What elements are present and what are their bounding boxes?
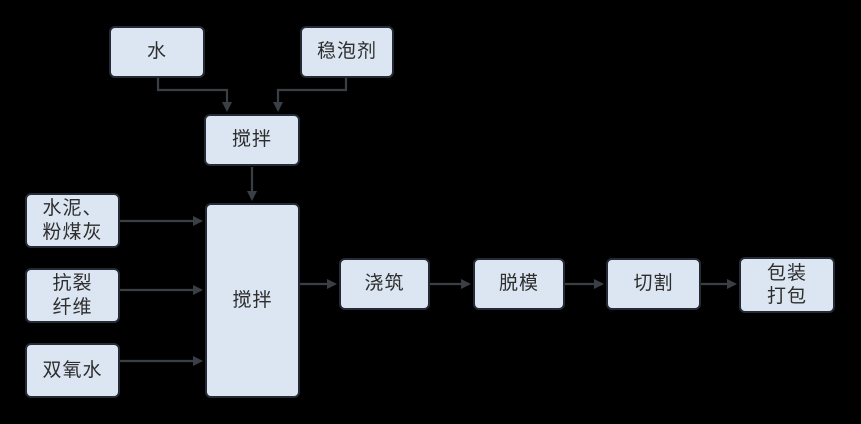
node-premix: 搅拌 bbox=[204, 114, 300, 166]
edge-water-premix bbox=[156, 78, 232, 112]
node-anticrack-fiber-label-line2: 纤维 bbox=[52, 296, 93, 318]
node-packaging: 包装 打包 bbox=[739, 257, 835, 313]
node-demolding-label: 脱模 bbox=[498, 273, 539, 295]
node-cement-flyash: 水泥、 粉煤灰 bbox=[25, 193, 120, 248]
node-cement-flyash-label-line1: 水泥、 bbox=[42, 198, 103, 220]
node-anticrack-fiber-label-line1: 抗裂 bbox=[52, 273, 93, 295]
node-foam-stabilizer-label: 稳泡剂 bbox=[316, 41, 377, 63]
node-pouring: 浇筑 bbox=[339, 258, 430, 310]
node-packaging-label-line2: 打包 bbox=[766, 286, 807, 307]
node-hydrogen-peroxide-label: 双氧水 bbox=[42, 359, 103, 381]
node-demolding: 脱模 bbox=[473, 258, 565, 310]
node-main-mix: 搅拌 bbox=[205, 203, 300, 398]
node-water: 水 bbox=[109, 26, 205, 78]
node-premix-label: 搅拌 bbox=[231, 129, 272, 151]
node-pouring-label: 浇筑 bbox=[364, 273, 405, 295]
node-main-mix-label: 搅拌 bbox=[232, 289, 273, 311]
node-anticrack-fiber: 抗裂 纤维 bbox=[25, 268, 120, 323]
edge-stabilizer-premix bbox=[273, 78, 348, 112]
node-cutting: 切割 bbox=[606, 258, 701, 310]
node-cutting-label: 切割 bbox=[633, 273, 674, 295]
node-water-label: 水 bbox=[146, 41, 167, 63]
node-cement-flyash-label-line2: 粉煤灰 bbox=[42, 221, 103, 243]
node-packaging-label-line1: 包装 bbox=[766, 262, 807, 284]
node-foam-stabilizer: 稳泡剂 bbox=[300, 26, 394, 78]
node-hydrogen-peroxide: 双氧水 bbox=[25, 343, 120, 398]
